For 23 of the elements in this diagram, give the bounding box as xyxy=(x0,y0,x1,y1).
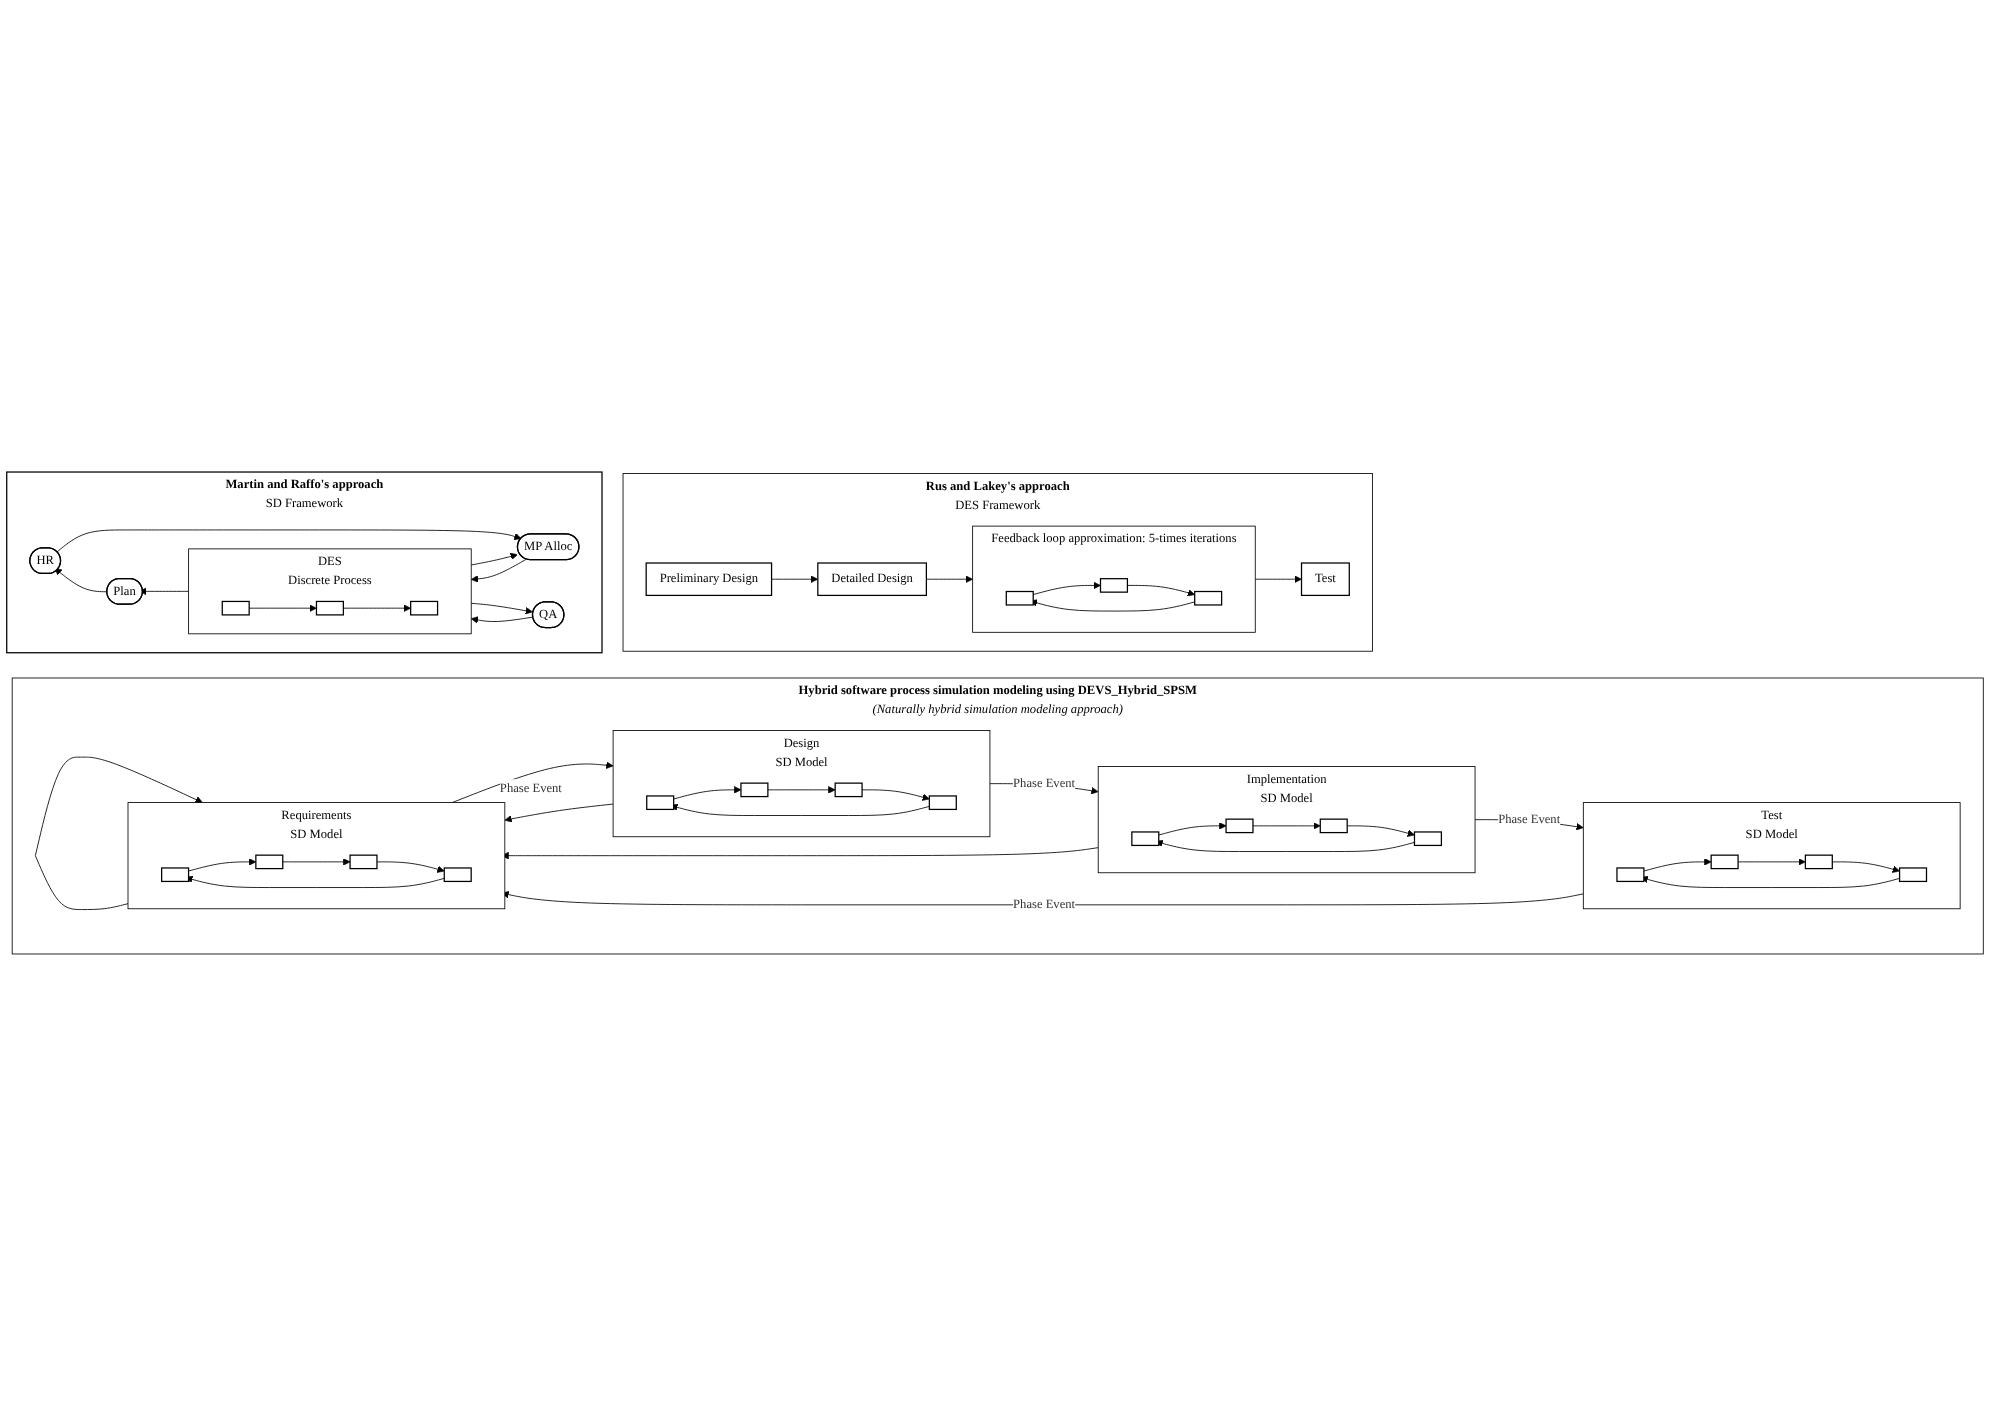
node-box xyxy=(1131,831,1160,847)
cluster xyxy=(972,525,1256,633)
node-box xyxy=(1194,590,1223,606)
node-box xyxy=(1005,590,1034,606)
node-box xyxy=(349,854,378,870)
node-box xyxy=(1898,867,1928,883)
node-box xyxy=(928,795,957,811)
node-box xyxy=(315,600,344,616)
node-box xyxy=(1319,818,1348,834)
node-box xyxy=(1710,854,1739,870)
node-box xyxy=(1413,831,1443,847)
node-box xyxy=(1616,867,1645,883)
node-box xyxy=(834,782,863,798)
node-box xyxy=(443,867,472,883)
node-box xyxy=(1099,578,1129,593)
node-box xyxy=(740,782,769,798)
node-box xyxy=(646,795,675,811)
node-box xyxy=(221,600,250,616)
node-box xyxy=(410,600,439,616)
node-box xyxy=(255,854,284,870)
node-box xyxy=(161,867,190,883)
node-box xyxy=(1225,818,1254,834)
node-box xyxy=(1804,854,1833,870)
